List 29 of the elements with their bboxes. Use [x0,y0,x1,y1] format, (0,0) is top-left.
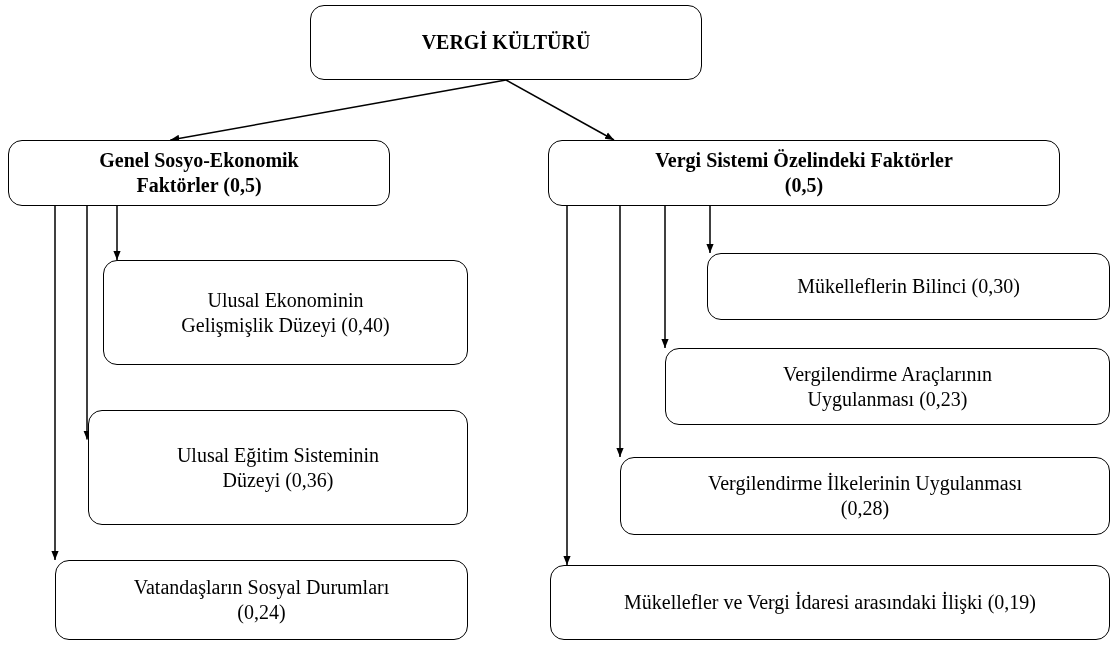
node-label: Ulusal Eğitim Sisteminin Düzeyi (0,36) [175,442,381,493]
arrow [505,79,615,141]
node-label: Vatandaşların Sosyal Durumları (0,24) [132,575,391,625]
node-label: VERGİ KÜLTÜRÜ [421,30,591,55]
arrow [706,205,714,254]
category-box [548,140,1060,206]
category-box [8,140,390,206]
arrow [563,205,571,566]
factor-box [620,457,1110,535]
arrow [83,205,91,441]
node-label: Mükellefler ve Vergi İdaresi arasındaki İlişki (0,19) [624,590,1036,615]
arrow [113,205,121,261]
node-label: Vergilendirme Araçlarının Uygulanması (0,23) [782,361,993,412]
factor-box [103,260,468,365]
node-label: Vergilendirme İlkelerinin Uygulanması (0,28) [707,471,1023,521]
node-label: Ulusal Ekonominin Gelişmişlik Düzeyi (0,40) [180,287,391,338]
node-label: Vergi Sistemi Özelindeki Faktörler (0,5) [654,148,954,198]
factor-box [55,560,468,640]
factor-box [707,253,1110,320]
factor-box [88,410,468,525]
arrow [616,205,624,458]
arrow [661,205,669,349]
node-label: Mükelleflerin Bilinci (0,30) [797,274,1020,299]
category-box [310,5,702,80]
arrow [51,205,59,561]
factor-box [550,565,1110,640]
factor-box [665,348,1110,425]
arrow [169,79,507,142]
node-label: Genel Sosyo-Ekonomik Faktörler (0,5) [98,148,300,198]
